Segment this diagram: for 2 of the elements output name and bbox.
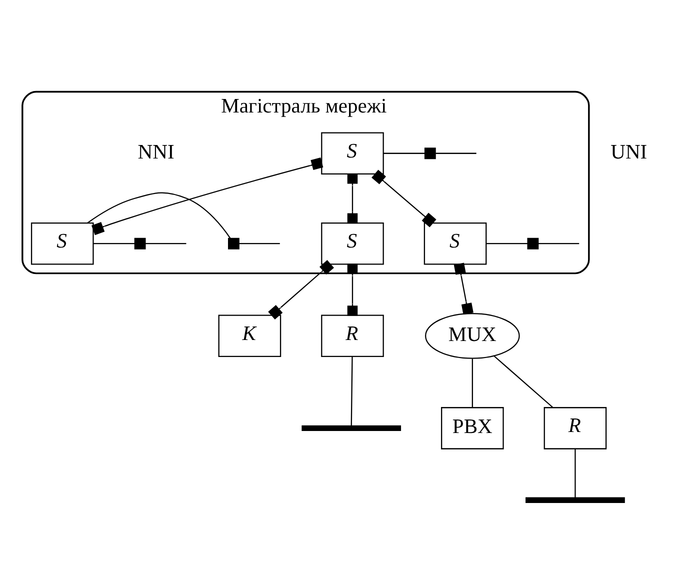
label: NNI — [138, 141, 174, 164]
label: UNI — [610, 141, 648, 164]
